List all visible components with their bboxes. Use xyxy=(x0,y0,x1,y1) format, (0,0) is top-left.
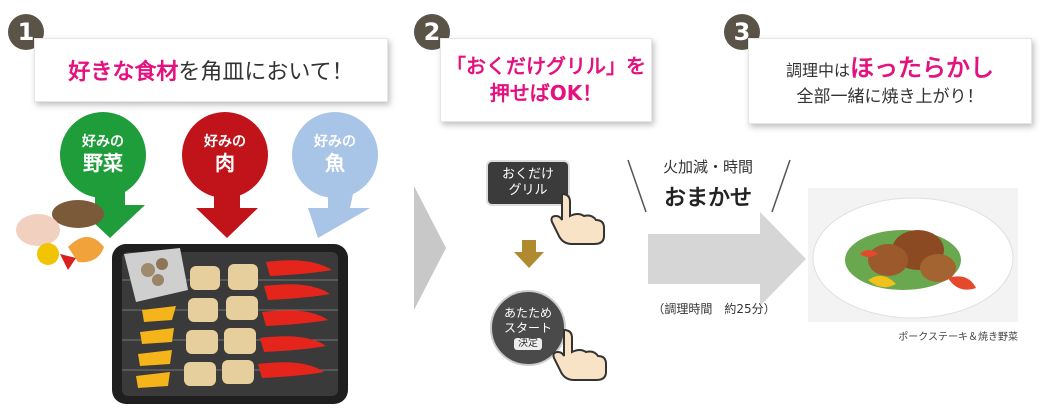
step-1-highlight: 好きな食材 xyxy=(68,60,179,85)
meat-arrow-icon xyxy=(196,180,258,238)
step-3-line1-plain: 調理中は xyxy=(785,61,850,81)
bubble-vegetables-small: 好みの xyxy=(82,133,124,150)
step-3-card: 調理中はほったらかし 全部一緒に焼き上がり！ xyxy=(748,38,1032,124)
hand-pointer-icon-2 xyxy=(552,328,607,381)
cooking-time-note: （調理時間 約25分） xyxy=(652,302,776,316)
step-2-card: 「おくだけグリル」を 押せばOK！ xyxy=(440,38,652,122)
dish-caption: ポークステーキ＆焼き野菜 xyxy=(898,332,1018,343)
start-line2: スタート xyxy=(503,320,552,335)
start-sub-label: 決定 xyxy=(514,337,542,351)
bubble-vegetables: 好みの 野菜 xyxy=(60,112,146,198)
ingredients-image xyxy=(16,200,104,270)
step-3-line2: 全部一緒に焼き上がり！ xyxy=(796,86,984,107)
chevron-right-icon xyxy=(414,186,446,310)
step-2-line2: 押せばOK！ xyxy=(489,81,603,105)
fish-arrow-icon xyxy=(308,180,370,238)
down-arrow-icon xyxy=(514,240,544,268)
bubble-fish-small: 好みの xyxy=(314,133,356,150)
bubble-meat: 好みの 肉 xyxy=(182,112,268,198)
step-1-text: を角皿において！ xyxy=(178,60,354,85)
step-2-line1: 「おくだけグリル」を xyxy=(446,54,646,78)
arrow-label-line1: 火加減・時間 xyxy=(662,158,753,176)
bubble-meat-big: 肉 xyxy=(215,151,235,176)
arrow-label-line2: おまかせ xyxy=(663,186,752,211)
bubble-fish-big: 魚 xyxy=(325,151,345,176)
bubble-fish: 好みの 魚 xyxy=(292,112,378,198)
tray-image xyxy=(112,244,348,404)
bubble-vegetables-big: 野菜 xyxy=(83,151,123,176)
okudake-grill-button[interactable]: おくだけ グリル xyxy=(486,160,570,206)
step-1-card: 好きな食材を角皿において！ xyxy=(34,38,388,102)
bubble-meat-small: 好みの xyxy=(204,133,246,150)
start-line1: あたため xyxy=(503,305,552,320)
label-slashes-icon xyxy=(627,159,791,213)
big-right-arrow-icon xyxy=(648,212,806,306)
step-3-line1-highlight: ほったらかし xyxy=(850,54,994,83)
grill-line1: おくだけ xyxy=(501,167,554,183)
vegetable-arrow-icon xyxy=(75,180,145,238)
dish-photo xyxy=(808,188,1018,322)
step-1-number: 1 xyxy=(8,14,44,50)
grill-line2: グリル xyxy=(508,183,548,198)
hand-pointer-icon xyxy=(550,192,605,245)
